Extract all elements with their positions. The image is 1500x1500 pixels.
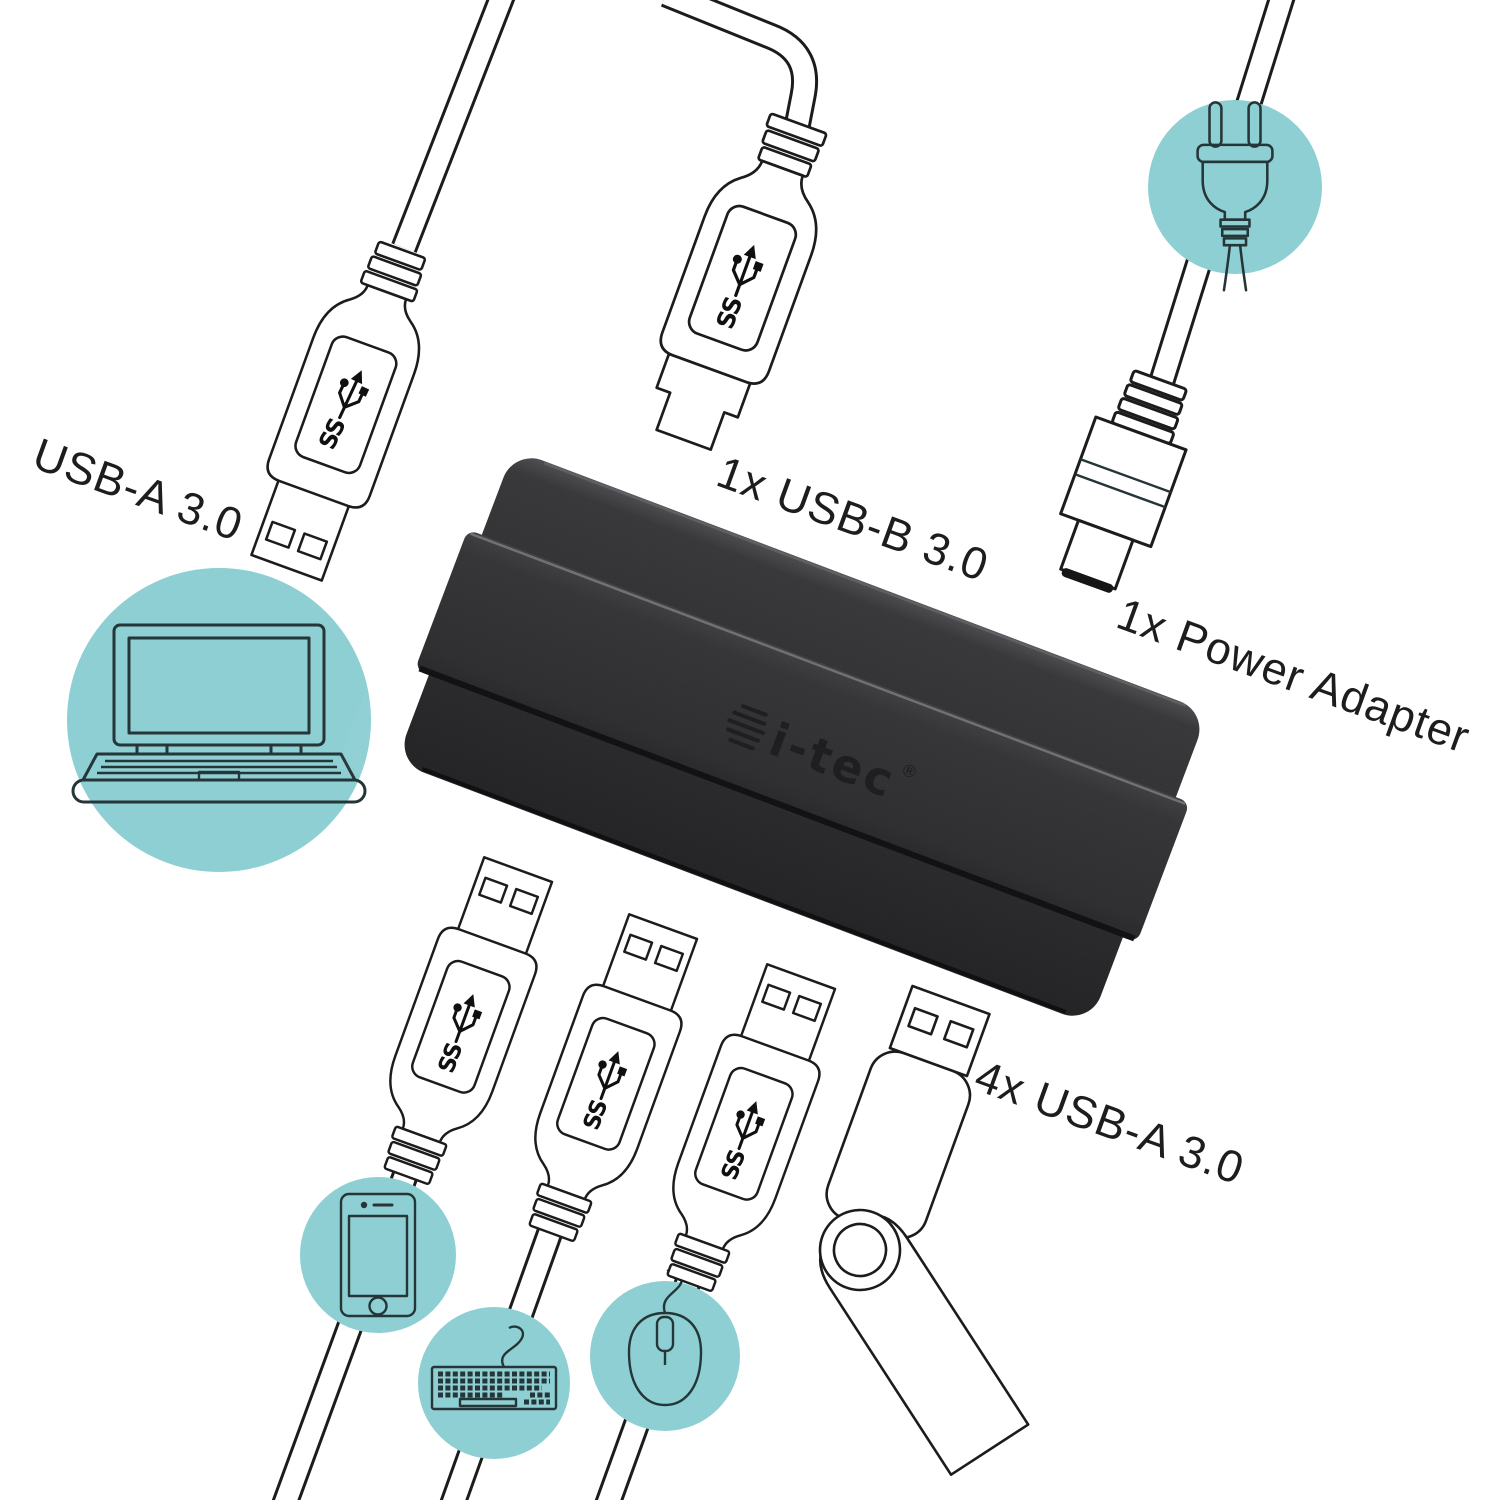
power-plug-badge	[1148, 100, 1322, 292]
usb-a-top-cable	[391, 0, 516, 253]
power-plug-icon	[1196, 101, 1274, 292]
power-plug-circle	[1148, 100, 1322, 274]
smartphone-icon	[339, 1192, 417, 1318]
laptop-badge	[67, 568, 371, 872]
laptop-icon	[71, 623, 367, 804]
smartphone-badge	[300, 1177, 456, 1333]
smartphone-circle	[300, 1177, 456, 1333]
dc-barrel-connector	[1039, 361, 1208, 603]
usb-b-cable	[660, 0, 819, 135]
usb-flash-drive	[818, 984, 1030, 1476]
keyboard-icon	[430, 1325, 558, 1411]
swivel-pivot-hole	[832, 1222, 888, 1278]
keyboard-badge	[418, 1307, 570, 1459]
usb-b-connector	[629, 102, 854, 461]
usb-hub-device: i-tec ®	[387, 452, 1215, 1029]
usb-a-top-connector	[234, 230, 454, 588]
mouse-badge	[590, 1268, 740, 1431]
laptop-circle	[67, 568, 371, 872]
